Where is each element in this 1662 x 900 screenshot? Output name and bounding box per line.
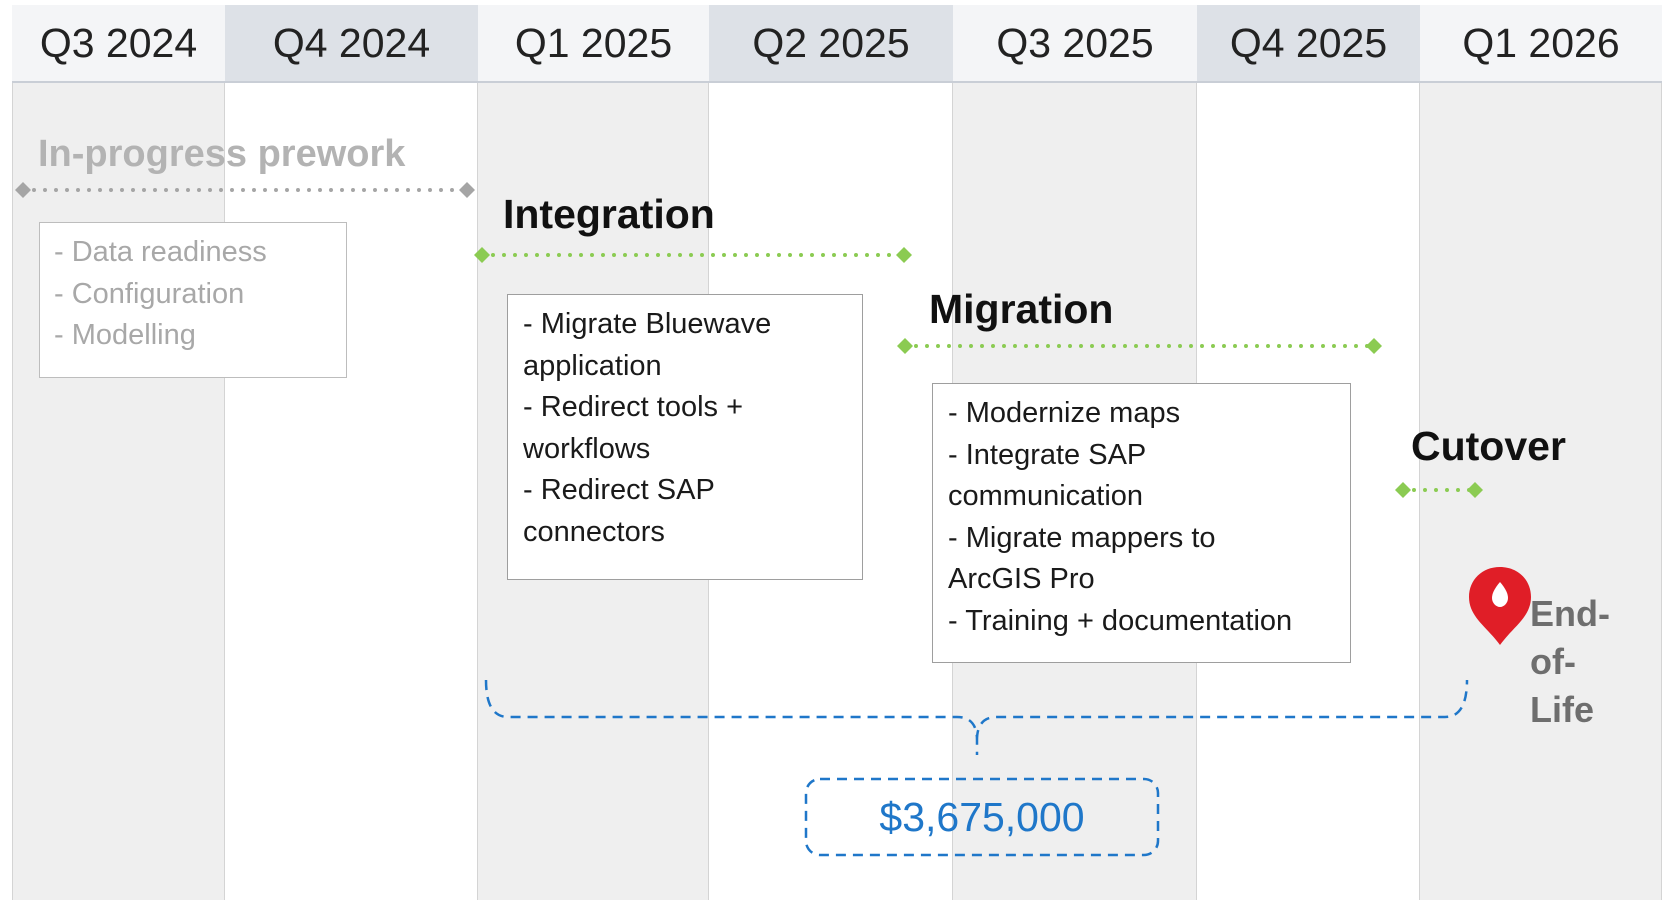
migration-title: Migration	[929, 286, 1114, 332]
prework-details-box: - Data readiness - Configuration - Model…	[39, 222, 347, 378]
migration-item: - Modernize maps	[948, 397, 1181, 429]
quarter-header: Q1 2025	[478, 5, 709, 83]
diamond-marker-icon	[897, 338, 913, 354]
integration-item: workflows	[523, 432, 651, 465]
cost-box-border	[804, 777, 1160, 857]
total-cost-label: $3,675,000	[879, 793, 1085, 840]
end-of-life-line: Life	[1530, 689, 1595, 730]
quarter-column	[225, 5, 478, 900]
quarter-column	[12, 5, 225, 900]
prework-item: - Modelling	[54, 319, 196, 351]
quarter-column	[1420, 5, 1662, 900]
map-pin-icon	[1469, 567, 1531, 645]
migration-item: - Training + documentation	[948, 604, 1293, 637]
migration-item: - Integrate SAP	[948, 438, 1147, 471]
diamond-marker-icon	[1467, 482, 1483, 498]
quarter-header: Q3 2024	[12, 5, 225, 83]
prework-item: - Data readiness	[54, 236, 267, 268]
end-of-life-line: End-	[1530, 593, 1610, 634]
cost-brace	[484, 679, 1469, 755]
prework-item: - Configuration	[54, 277, 245, 310]
prework-title: In-progress prework	[38, 133, 406, 175]
cutover-title: Cutover	[1411, 423, 1566, 469]
quarter-header: Q2 2025	[709, 5, 953, 83]
diamond-marker-icon	[474, 247, 490, 263]
diamond-marker-icon	[459, 182, 475, 198]
quarter-header: Q3 2025	[953, 5, 1197, 83]
end-of-life-label: End- of- Life	[1530, 590, 1610, 734]
integration-details-box: - Migrate Bluewave application - Redirec…	[507, 294, 863, 580]
integration-item: connectors	[523, 515, 665, 548]
integration-range-connector	[474, 247, 912, 263]
integration-item: - Redirect tools +	[523, 391, 744, 423]
diamond-marker-icon	[896, 247, 912, 263]
integration-item: application	[523, 349, 662, 382]
integration-item: - Redirect SAP	[523, 474, 715, 506]
integration-title: Integration	[503, 191, 715, 237]
quarter-header: Q1 2026	[1420, 5, 1662, 83]
end-of-life-line: of-	[1530, 641, 1576, 682]
migration-details-box: - Modernize maps - Integrate SAP communi…	[932, 383, 1351, 663]
diamond-marker-icon	[1366, 338, 1382, 354]
integration-item: - Migrate Bluewave	[523, 308, 772, 340]
quarter-header: Q4 2024	[225, 5, 478, 83]
prework-range-connector	[15, 182, 475, 198]
diamond-marker-icon	[1395, 482, 1411, 498]
migration-item: communication	[948, 480, 1144, 512]
migration-item: ArcGIS Pro	[948, 563, 1095, 595]
migration-range-connector	[897, 338, 1382, 354]
migration-item: - Migrate mappers to	[948, 521, 1216, 554]
cutover-range-connector	[1395, 482, 1483, 498]
quarter-header: Q4 2025	[1197, 5, 1420, 83]
diamond-marker-icon	[15, 182, 31, 198]
